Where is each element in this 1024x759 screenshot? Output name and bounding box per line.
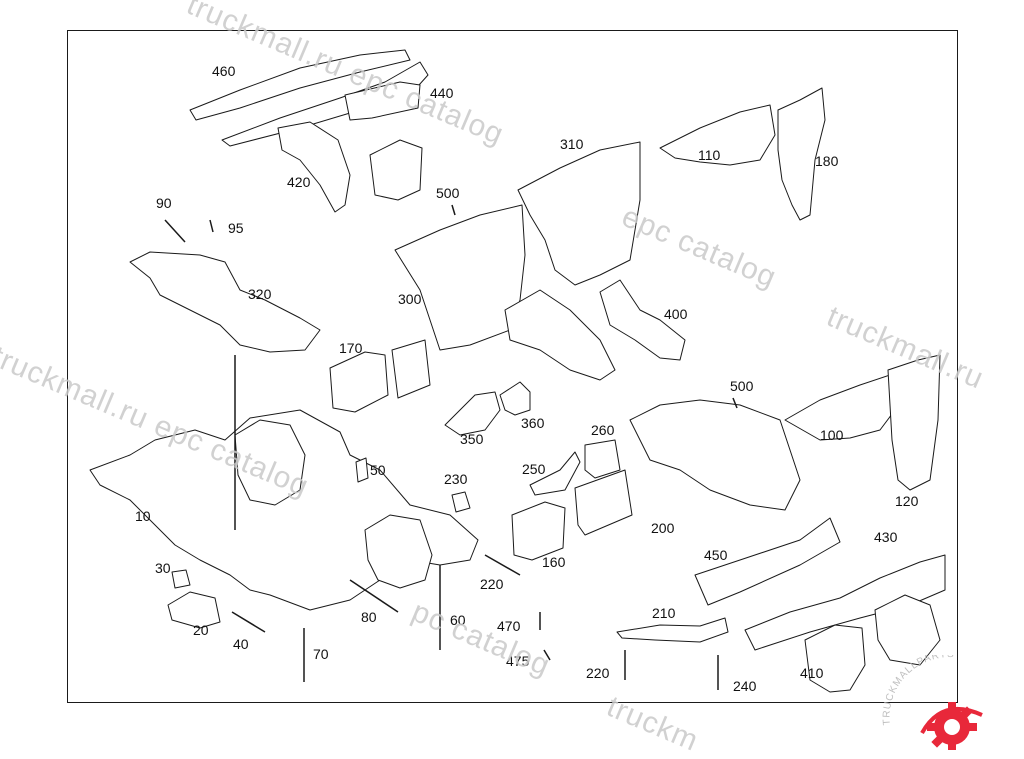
callout-240: 240: [733, 678, 757, 694]
callout-320: 320: [248, 286, 272, 302]
callout-200: 200: [651, 520, 675, 536]
part-230-washer: [451, 491, 471, 513]
callout-440: 440: [430, 85, 454, 101]
callout-470: 470: [497, 618, 521, 634]
part-10-tower-right: [364, 514, 433, 589]
callout-450: 450: [704, 547, 728, 563]
nut-475: [543, 649, 551, 661]
callout-100: 100: [820, 427, 844, 443]
part-440-rail: [221, 61, 429, 147]
callout-400: 400: [664, 306, 688, 322]
callout-300: 300: [398, 291, 422, 307]
callout-410: 410: [800, 665, 824, 681]
callout-160: 160: [542, 554, 566, 570]
part-120-panel: [887, 354, 941, 491]
callout-60: 60: [450, 612, 466, 628]
callout-50: 50: [370, 462, 386, 478]
part-440-bracket: [344, 81, 421, 121]
callout-220-lower: 220: [586, 665, 610, 681]
callout-20: 20: [193, 622, 209, 638]
callout-420: 420: [287, 174, 311, 190]
bolt-90: [164, 219, 186, 243]
part-460-rail: [189, 49, 411, 121]
part-300-panel: [394, 204, 526, 351]
part-310-panel: [517, 141, 641, 286]
callout-120: 120: [895, 493, 919, 509]
part-440-lower: [369, 139, 423, 201]
gear-icon: [920, 702, 983, 750]
callout-260: 260: [591, 422, 615, 438]
callout-180: 180: [815, 153, 839, 169]
callout-170: 170: [339, 340, 363, 356]
callout-460: 460: [212, 63, 236, 79]
part-400-liner: [599, 279, 686, 361]
part-360-plate: [499, 381, 531, 416]
part-350-plate: [444, 391, 501, 436]
callout-40: 40: [233, 636, 249, 652]
callout-360: 360: [521, 415, 545, 431]
part-450-rail: [694, 517, 841, 606]
part-430-corner: [874, 594, 941, 666]
callout-30: 30: [155, 560, 171, 576]
callout-430: 430: [874, 529, 898, 545]
callout-110: 110: [698, 147, 721, 163]
part-20-bracket: [167, 591, 221, 629]
callout-350: 350: [460, 431, 484, 447]
callout-500-mid: 500: [730, 378, 754, 394]
callout-90: 90: [156, 195, 172, 211]
part-180-panel: [777, 87, 826, 221]
part-110-fender: [659, 104, 776, 166]
part-30-bushing: [171, 569, 191, 589]
part-170-mount: [329, 351, 389, 413]
part-420-bracket: [277, 121, 351, 213]
part-200-panel: [629, 399, 801, 511]
part-320-crossmember: [129, 251, 321, 353]
callout-220-upper: 220: [480, 576, 504, 592]
part-300-foot: [391, 339, 431, 399]
bolt-80: [349, 579, 399, 613]
part-430-rail: [744, 554, 946, 651]
callout-250: 250: [522, 461, 546, 477]
callout-310: 310: [560, 136, 584, 152]
part-210-strut: [616, 617, 729, 643]
part-160-mount: [511, 501, 566, 561]
callout-230: 230: [444, 471, 468, 487]
callout-10: 10: [135, 508, 151, 524]
callout-70: 70: [313, 646, 329, 662]
part-300-rail: [504, 289, 616, 381]
nut-95: [209, 219, 214, 233]
part-200-foot: [574, 469, 633, 536]
part-410-bracket: [804, 624, 866, 693]
truckmallparts-logo: TRUCKMALLPARTS: [881, 655, 983, 750]
bolt-500a: [451, 204, 456, 216]
callout-475: 475: [506, 653, 530, 669]
bolt-220a: [484, 554, 521, 576]
part-10-tower-left: [234, 419, 306, 506]
callout-80: 80: [361, 609, 377, 625]
bolt-500b: [732, 397, 738, 409]
part-260-plate: [584, 439, 621, 479]
callout-95: 95: [228, 220, 244, 236]
callout-500-top: 500: [436, 185, 460, 201]
part-50-sleeve: [355, 457, 369, 483]
bolt-40: [231, 611, 266, 633]
part-250-bracket: [529, 451, 581, 496]
callout-210: 210: [652, 605, 676, 621]
